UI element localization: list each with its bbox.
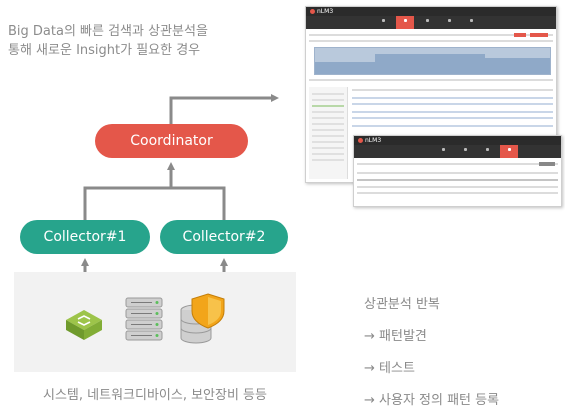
coordinator-node: Coordinator (95, 124, 248, 158)
steps-title: 상관분석 반복 (364, 297, 440, 312)
app-topbar-2: nLM3 (354, 136, 561, 145)
nav-active-tab-2 (500, 145, 518, 158)
collector-1-node: Collector#1 (20, 220, 150, 254)
step-pattern-discovery: → 패턴발견 (364, 329, 427, 344)
app-nav-2 (354, 145, 561, 158)
field-sidebar (309, 87, 348, 179)
arrow-coordinator-to-ui (169, 94, 279, 124)
nav-active-tab (396, 16, 414, 29)
app-logo-2: nLM3 (358, 137, 381, 144)
description-line-1: Big Data의 빠른 검색과 상관분석을 (8, 24, 208, 39)
arrow-collectors-to-coordinator (83, 166, 226, 220)
app-nav (306, 16, 556, 29)
histogram-chart (314, 47, 551, 75)
devices-caption: 시스템, 네트워크디바이스, 보안장비 등등 (43, 388, 267, 403)
scenario-description: Big Data의 빠른 검색과 상관분석을 통해 새로운 Insight가 필… (8, 22, 278, 60)
step-register-pattern: → 사용자 정의 패턴 등록 (364, 393, 500, 408)
analysis-steps: 상관분석 반복 → 패턴발견 → 테스트 → 사용자 정의 패턴 등록 (364, 289, 499, 417)
server-rack-icon (125, 297, 163, 341)
network-switch-icon (66, 310, 102, 340)
database-shield-icon (180, 293, 225, 344)
device-icons (66, 293, 225, 344)
description-line-2: 통해 새로운 Insight가 필요한 경우 (8, 43, 201, 58)
step-test: → 테스트 (364, 361, 415, 376)
devices-panel (14, 272, 296, 372)
collector-2-node: Collector#2 (160, 220, 288, 254)
app-logo: nLM3 (310, 8, 333, 15)
ui-screenshot-pattern: nLM3 (353, 135, 562, 207)
app-topbar: nLM3 (306, 7, 556, 16)
